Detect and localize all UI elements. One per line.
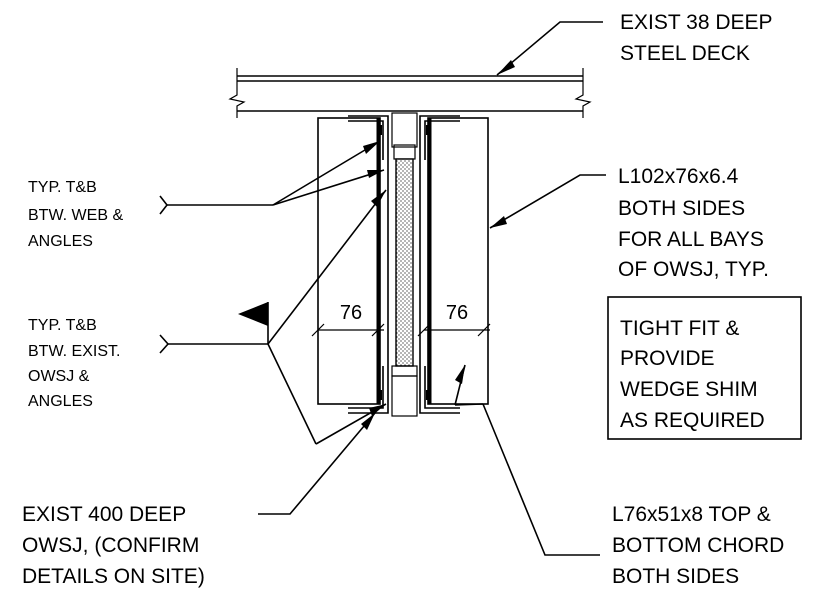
weld-web-line3: ANGLES — [28, 233, 93, 250]
dimension-right-value: 76 — [446, 302, 468, 324]
note-line2: PROVIDE — [620, 347, 715, 370]
dimension-left-value: 76 — [340, 302, 362, 324]
bottom-chord — [348, 365, 460, 417]
weld-owsj-line3: OWSJ & — [28, 368, 90, 385]
label-chord-line1: L76x51x8 TOP & — [612, 503, 771, 526]
leader-chord — [454, 364, 600, 556]
weld-owsj-line4: ANGLES — [28, 393, 93, 410]
label-chord-line2: BOTTOM CHORD — [612, 534, 784, 557]
note-line1: TIGHT FIT & — [620, 317, 739, 340]
leader-deck — [496, 21, 603, 76]
label-angle-line2: BOTH SIDES — [618, 197, 745, 220]
leader-owsj — [258, 412, 376, 515]
right-reinforcing-angle — [427, 117, 489, 405]
label-angle-line4: OF OWSJ, TYP. — [618, 258, 769, 281]
label-angle-line3: FOR ALL BAYS — [618, 228, 764, 251]
label-deck-line1: EXIST 38 DEEP — [620, 11, 773, 34]
leader-angle — [489, 174, 606, 229]
label-deck-line2: STEEL DECK — [620, 42, 750, 65]
weld-marks — [378, 125, 430, 400]
label-owsj-line3: DETAILS ON SITE) — [22, 565, 205, 588]
label-angle-line1: L102x76x6.4 — [618, 165, 739, 188]
dimension-left: 76 — [311, 302, 385, 337]
weld-owsj-line2: BTW. EXIST. — [28, 343, 120, 360]
weld-callout-web — [159, 140, 385, 215]
weld-web-line1: TYP. T&B — [28, 179, 97, 196]
note-line4: AS REQUIRED — [620, 409, 765, 432]
field-weld-flag-icon — [238, 302, 268, 326]
note-line3: WEDGE SHIM — [620, 378, 758, 401]
weld-web-line2: BTW. WEB & — [28, 207, 123, 224]
top-chord — [348, 112, 460, 160]
left-reinforcing-angle — [317, 117, 381, 405]
weld-callout-owsj — [159, 189, 387, 445]
label-chord-line3: BOTH SIDES — [612, 565, 739, 588]
weld-owsj-line1: TYP. T&B — [28, 317, 97, 334]
web-member — [387, 158, 421, 367]
note-box — [607, 296, 802, 440]
dimension-right: 76 — [417, 302, 491, 337]
label-owsj-line1: EXIST 400 DEEP — [22, 503, 186, 526]
label-owsj-line2: OWSJ, (CONFIRM — [22, 534, 199, 557]
steel-deck — [228, 68, 592, 118]
